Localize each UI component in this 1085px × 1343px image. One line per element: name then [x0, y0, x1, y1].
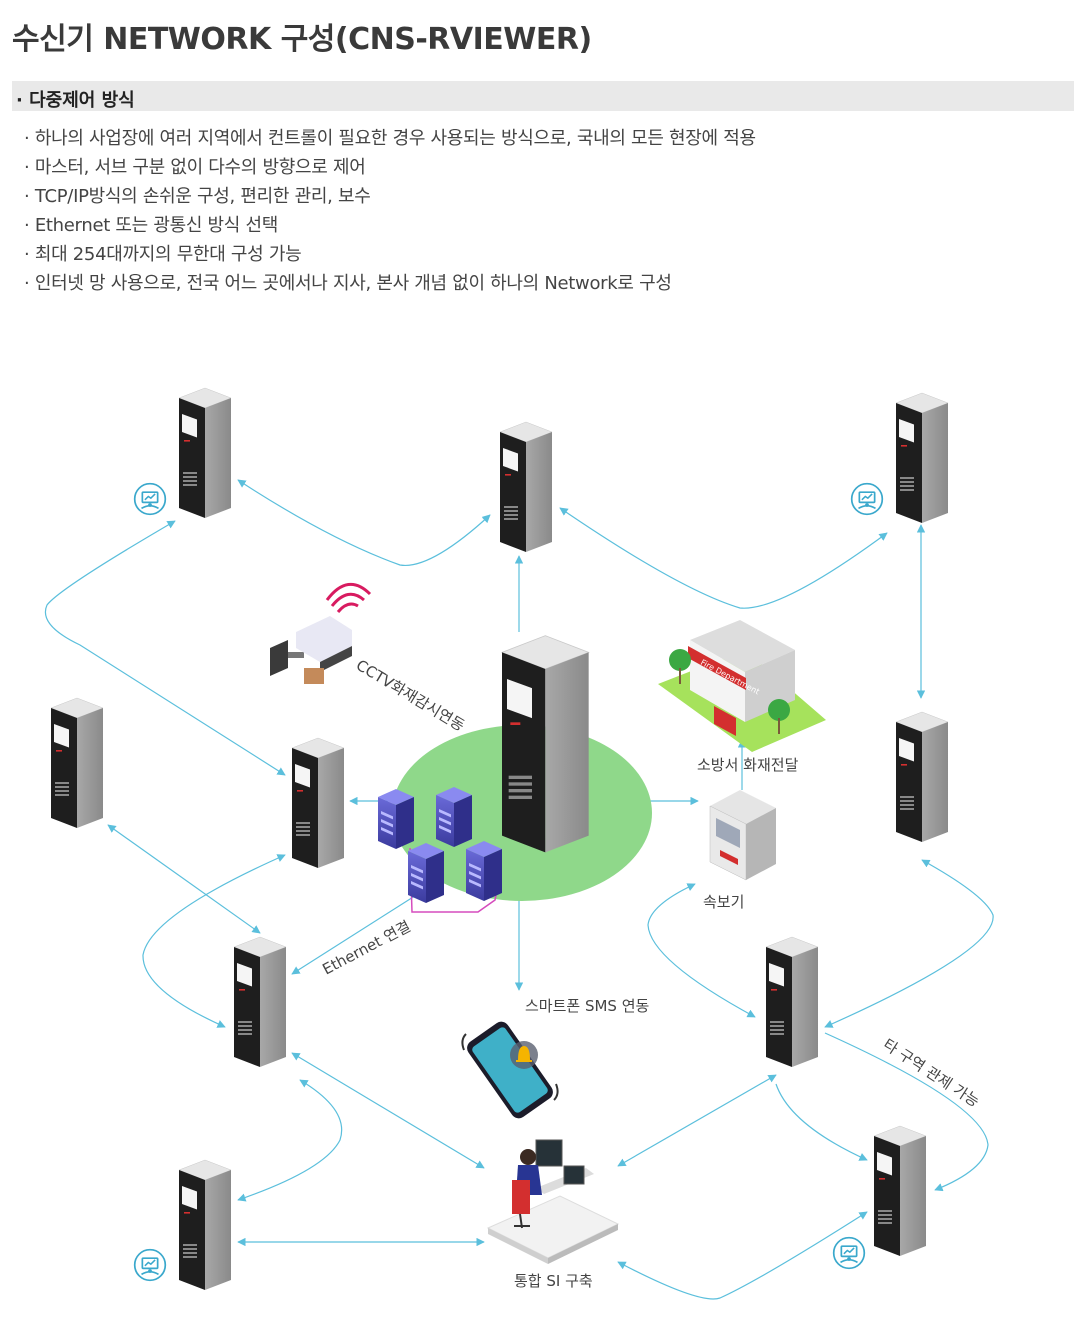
feature-list: 하나의 사업장에 여러 지역에서 컨트롤이 필요한 경우 사용되는 방식으로, …: [24, 124, 756, 298]
fire-station-icon: Fire Department: [658, 620, 826, 752]
feature-item: 하나의 사업장에 여러 지역에서 컨트롤이 필요한 경우 사용되는 방식으로, …: [24, 124, 756, 153]
link-si-bottom-right: [617, 1211, 868, 1300]
link-si-right: [617, 1074, 777, 1167]
monitor-person-icon: [133, 1248, 167, 1282]
link-lower-left-si: [291, 1052, 485, 1169]
sms-label: 스마트폰 SMS 연동: [525, 997, 650, 1015]
network-diagram: Fire Department: [44, 387, 994, 1300]
receiver-lower-right: [765, 936, 819, 1068]
fire-station-label: 소방서 화재전달: [697, 756, 799, 774]
link-top-center-top-right: [559, 507, 888, 609]
smartphone-bell-icon: [461, 1021, 559, 1119]
feature-item: 최대 254대까지의 무한대 구성 가능: [24, 240, 756, 269]
section-title: · 다중제어 방식: [16, 90, 135, 111]
operator-desk-icon: [486, 1139, 620, 1264]
link-annunciator-right: [647, 883, 756, 1018]
link-lower-left-curve: [237, 1079, 343, 1202]
receiver-top-right: [895, 392, 949, 524]
receiver-bottom-right: [873, 1125, 927, 1257]
link-left-mid-left: [107, 824, 261, 934]
link-left-lower-left: [142, 854, 286, 1028]
receiver-top-center: [499, 421, 553, 553]
other-area-label: 타 구역 관제 가능: [880, 1035, 983, 1111]
receiver-lower-left: [233, 936, 287, 1068]
link-right-bottom-right: [775, 1083, 868, 1161]
link-top-left-top-center: [237, 479, 491, 567]
monitor-person-icon: [832, 1236, 866, 1270]
receiver-mid-right: [895, 711, 949, 843]
feature-item: Ethernet 또는 광통신 방식 선택: [24, 211, 756, 240]
page-title: 수신기 NETWORK 구성(CNS-RVIEWER): [12, 22, 592, 57]
link-bottom-right-curve: [824, 1032, 989, 1192]
main-receiver: [501, 634, 590, 854]
feature-item: 인터넷 망 사용으로, 전국 어느 곳에서나 지사, 본사 개념 없이 하나의 …: [24, 269, 756, 298]
link-top-left-outer: [44, 520, 286, 776]
feature-item: TCP/IP방식의 손쉬운 구성, 편리한 관리, 보수: [24, 182, 756, 211]
monitor-person-icon: [850, 482, 884, 516]
receiver-mid-left: [291, 737, 345, 869]
si-label: 통합 SI 구축: [514, 1272, 593, 1290]
server-rack-icon: [378, 787, 502, 913]
cctv-camera-icon: [270, 583, 372, 684]
annunciator-icon: [709, 790, 776, 881]
annunciator-label: 속보기: [703, 893, 744, 911]
section-header: · 다중제어 방식: [12, 81, 1074, 111]
link-right-outer: [824, 859, 994, 1028]
receiver-top-left: [178, 387, 232, 519]
receiver-mid-far-left: [50, 697, 104, 829]
feature-item: 마스터, 서브 구분 없이 다수의 방향으로 제어: [24, 153, 756, 182]
receiver-bottom-left: [178, 1159, 232, 1291]
monitor-person-icon: [133, 482, 167, 516]
cctv-label: CCTV화재감시연동: [353, 656, 468, 735]
